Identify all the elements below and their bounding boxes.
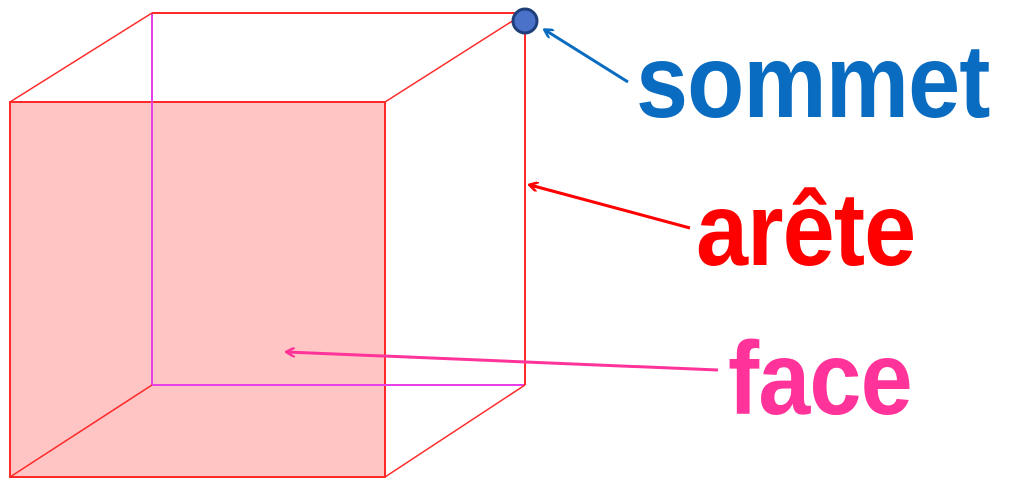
face-arrow [287,352,719,372]
edge-top-left-diagonal [9,12,153,103]
face-label: face [728,321,913,437]
edge-bottom-right-diagonal [384,384,526,478]
hidden-edge-diagonal [9,384,153,478]
sommet-label: sommet [636,24,990,140]
arete-label: arête [696,172,916,288]
vertex-marker [511,7,539,35]
arete-arrow [530,185,691,230]
edge-top-right-diagonal [384,12,526,103]
sommet-arrow [545,30,629,84]
front-face [9,101,386,478]
